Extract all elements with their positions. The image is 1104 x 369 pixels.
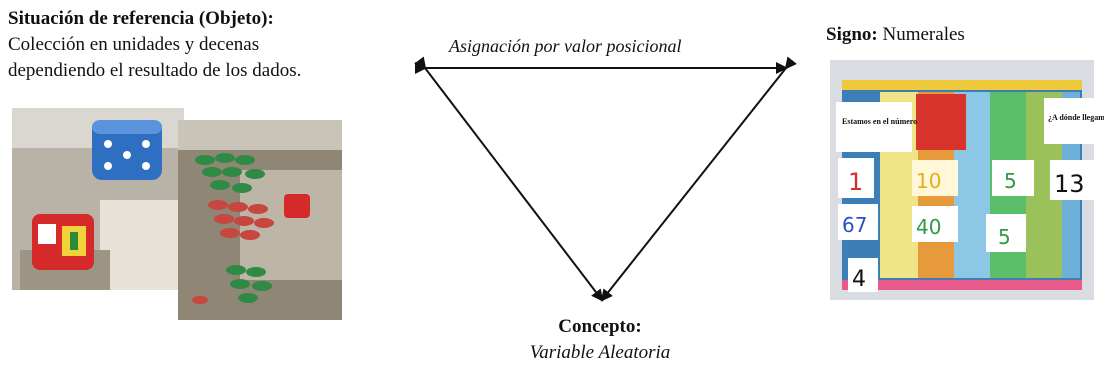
photo-dice-table bbox=[12, 108, 184, 290]
sign-value: Numerales bbox=[877, 24, 965, 45]
arrow-left-edge bbox=[414, 56, 604, 302]
sign-text-block: Signo: Numerales bbox=[826, 22, 965, 48]
object-text-block: Situación de referencia (Objeto): Colecc… bbox=[8, 6, 301, 84]
board-number: 40 bbox=[916, 215, 941, 239]
photo-numerals-board: Estamos en el número ¿A dónde llegamos? … bbox=[830, 60, 1104, 300]
object-title-colon: : bbox=[267, 8, 274, 29]
small-red-die-icon bbox=[284, 194, 310, 218]
board-number: 4 bbox=[852, 267, 866, 292]
concept-title-colon: : bbox=[635, 316, 642, 337]
object-description-line1: Colección en unidades y decenas bbox=[8, 34, 260, 55]
board-number: 1 bbox=[848, 168, 863, 196]
board-left-card-text: Estamos en el número bbox=[842, 117, 917, 126]
object-title: Situación de referencia (Objeto) bbox=[8, 8, 268, 29]
concept-title: Concepto bbox=[558, 316, 636, 337]
arrow-right-edge bbox=[600, 56, 797, 302]
red-die-icon bbox=[32, 214, 94, 270]
blue-die-icon bbox=[92, 120, 162, 180]
board-number: 10 bbox=[916, 169, 941, 193]
board-number: 5 bbox=[998, 225, 1011, 249]
concept-value: Variable Aleatoria bbox=[529, 342, 671, 363]
board-number: 67 bbox=[842, 213, 867, 237]
board-number: 5 bbox=[1004, 169, 1017, 193]
board-number: 13 bbox=[1054, 170, 1085, 198]
board-right-card-text: ¿A dónde llegamos? bbox=[1048, 113, 1104, 122]
object-description-line2: dependiendo el resultado de los dados. bbox=[8, 60, 302, 81]
concept-text-block: Concepto: Variable Aleatoria bbox=[500, 314, 700, 366]
edge-label-top: Asignación por valor posicional bbox=[449, 36, 682, 56]
photo-counters bbox=[178, 120, 342, 320]
sign-title: Signo: bbox=[826, 24, 878, 45]
